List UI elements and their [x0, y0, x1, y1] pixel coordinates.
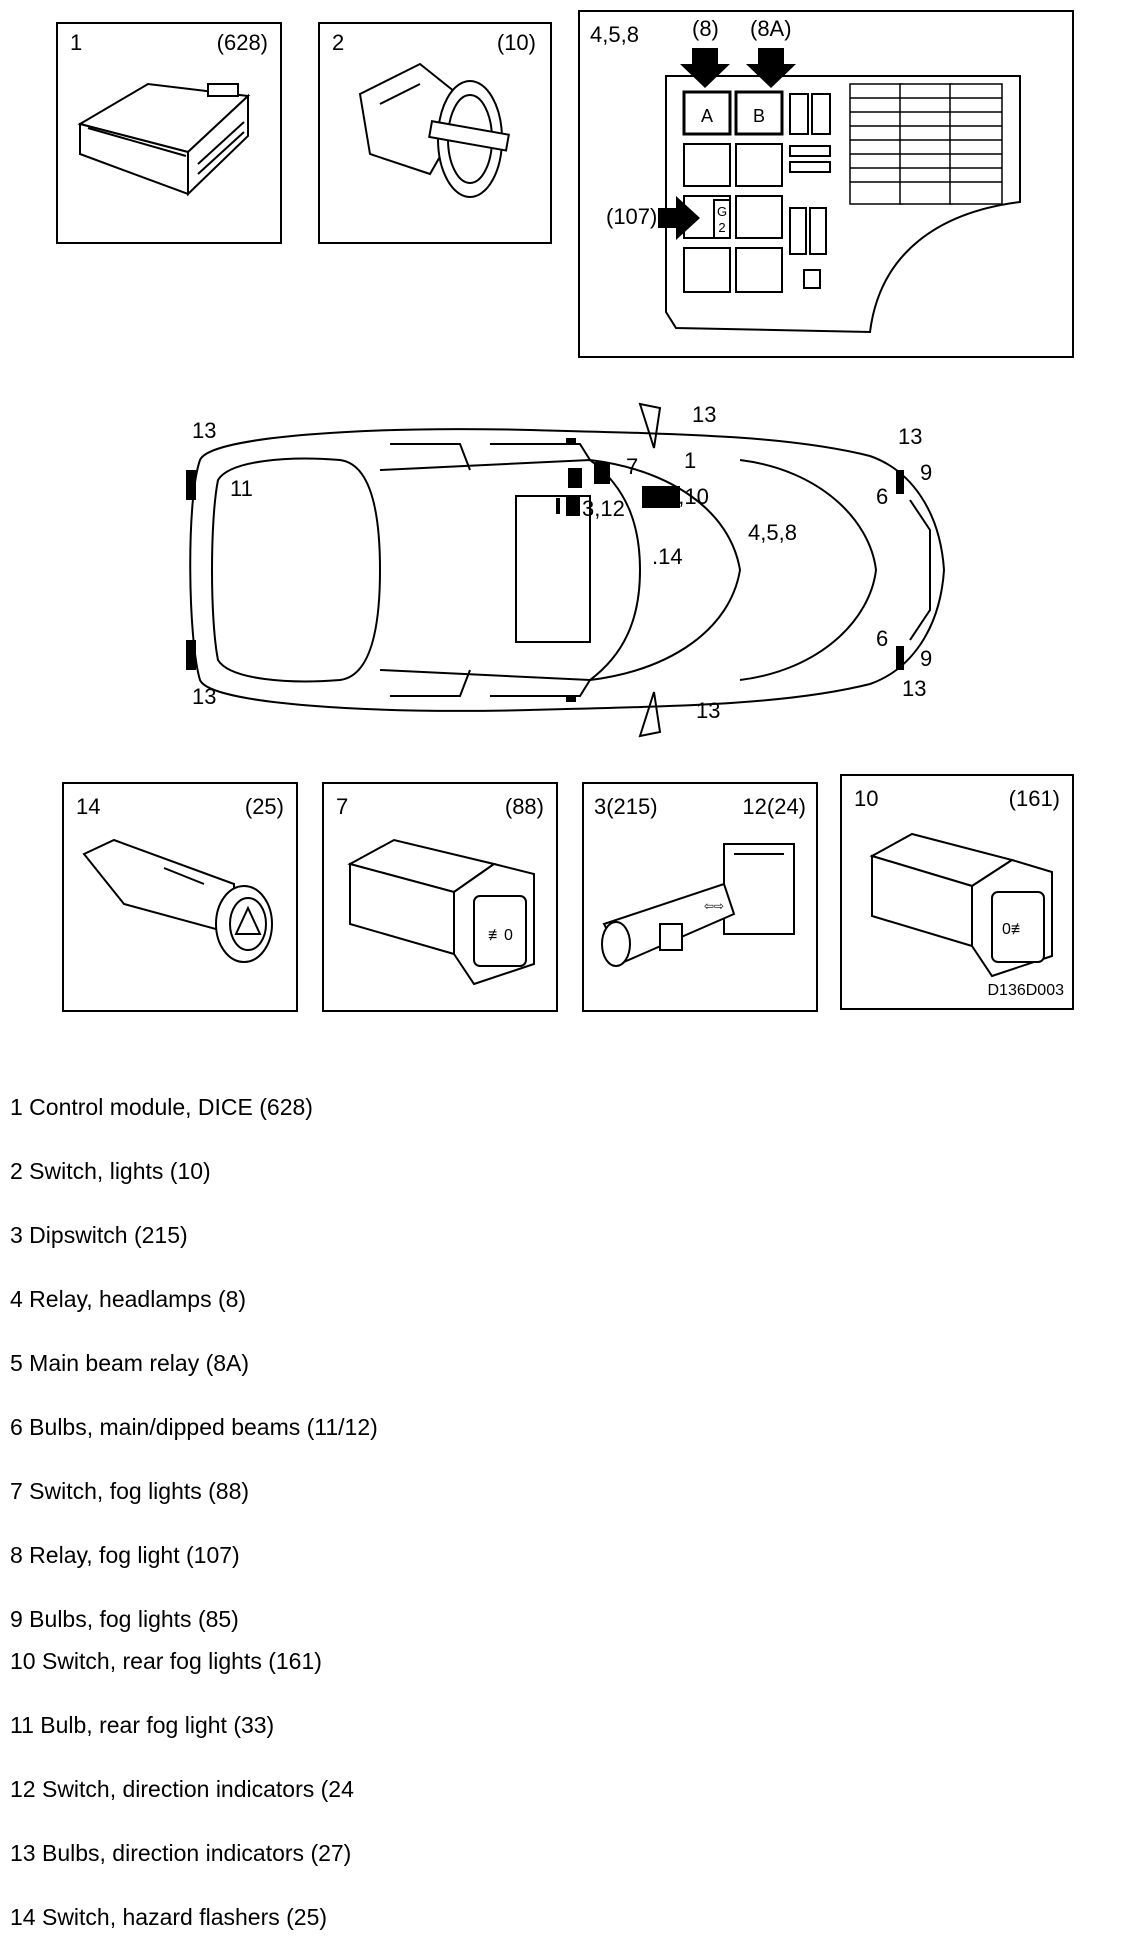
panel-number: 10	[854, 786, 879, 811]
legend-item-11: 11 Bulb, rear fog light (33)	[10, 1712, 275, 1738]
label-3-12: 3,12	[582, 496, 625, 521]
legend-item-3: 3 Dipswitch (215)	[10, 1222, 188, 1248]
label-9-top: 9	[920, 460, 933, 485]
relay-code-8a: (8A)	[750, 16, 792, 41]
document-code: D136D003	[987, 982, 1065, 999]
legend-item-10: 10 Switch, rear fog lights (161)	[10, 1648, 322, 1674]
panel-rear-fog-switch: 10 (161) 0≢ D136D003	[840, 774, 1074, 1010]
rear-fog-switch-drawing: 0≢	[869, 832, 1053, 978]
label-7: 7	[626, 454, 639, 479]
panel-control-module: 1 (628)	[56, 22, 282, 244]
panel-number: 7	[336, 794, 349, 819]
relay-a-label: A	[701, 106, 713, 126]
panel-stalk-switch: 3(215) 12(24) ⇦⇨	[582, 782, 818, 1012]
panel-code: (88)	[504, 794, 544, 819]
panel-number: 2	[332, 30, 345, 55]
legend-item-5: 5 Main beam relay (8A)	[10, 1350, 250, 1376]
panel-hazard-switch: 14 (25)	[62, 782, 298, 1012]
relay-b-label: B	[753, 106, 765, 126]
label-6-bottom: 6	[876, 626, 889, 651]
panel-relay-box: 4,5,8 (8) (8A) (107)	[578, 10, 1074, 358]
panel-code: (161)	[1008, 786, 1060, 811]
control-module-drawing	[77, 82, 251, 197]
fog-light-switch-drawing: ≢0	[347, 838, 535, 986]
svg-text:0≢: 0≢	[1002, 921, 1027, 938]
label-13-front-top: 13	[898, 424, 923, 449]
relay-box-drawing: A B G 2	[658, 48, 1021, 334]
relay-code-107: (107)	[606, 204, 658, 229]
panel-number: 4,5,8	[590, 22, 639, 47]
light-switch-drawing	[358, 62, 510, 198]
panel-code: (628)	[216, 30, 268, 55]
label-13-front-bottom: 13	[902, 676, 927, 701]
relay-code-8: (8)	[692, 16, 719, 41]
relay-g-label: G	[717, 204, 727, 219]
legend-item-6: 6 Bulbs, main/dipped beams (11/12)	[10, 1414, 378, 1440]
label-4-5-8: 4,5,8	[748, 520, 797, 545]
legend-item-1: 1 Control module, DICE (628)	[10, 1094, 313, 1120]
panel-code: (10)	[496, 30, 536, 55]
legend-item-14: 14 Switch, hazard flashers (25)	[10, 1904, 328, 1930]
label-13-rear-left: 13	[192, 418, 217, 443]
legend-item-8: 8 Relay, fog light (107)	[10, 1542, 240, 1568]
label-13-mirror-bottom: 13	[696, 698, 721, 723]
label-9-bottom: 9	[920, 646, 933, 671]
legend-item-9: 9 Bulbs, fog lights (85)	[10, 1606, 239, 1632]
label-14: .14	[652, 544, 683, 569]
relay-g2-label: 2	[718, 220, 725, 235]
legend-item-2: 2 Switch, lights (10)	[10, 1158, 211, 1184]
label-11: 11	[230, 476, 253, 501]
label-13-mirror-top: 13	[692, 402, 717, 427]
panel-fog-light-switch: 7 (88) ≢0	[322, 782, 558, 1012]
label-1: 1	[684, 448, 697, 473]
svg-text:≢0: ≢0	[488, 927, 513, 944]
panel-code: (25)	[244, 794, 284, 819]
panel-number: 14	[76, 794, 101, 819]
legend-item-4: 4 Relay, headlamps (8)	[10, 1286, 247, 1312]
panel-number: 1	[70, 30, 83, 55]
legend-item-7: 7 Switch, fog lights (88)	[10, 1478, 250, 1504]
panel-code: 12(24)	[742, 794, 806, 819]
svg-text:⇦⇨: ⇦⇨	[704, 899, 724, 913]
legend-item-12: 12 Switch, direction indicators (24	[10, 1776, 354, 1802]
car-top-view-drawing	[186, 402, 946, 738]
hazard-switch-drawing	[82, 838, 273, 963]
label-2-10: 2,10	[666, 484, 709, 509]
legend-item-13: 13 Bulbs, direction indicators (27)	[10, 1840, 352, 1866]
panel-light-switch: 2 (10)	[318, 22, 552, 244]
stalk-switch-drawing: ⇦⇨	[601, 843, 795, 967]
label-13-rear-right: 13	[192, 684, 217, 709]
panel-number: 3(215)	[594, 794, 658, 819]
label-6-top: 6	[876, 484, 889, 509]
